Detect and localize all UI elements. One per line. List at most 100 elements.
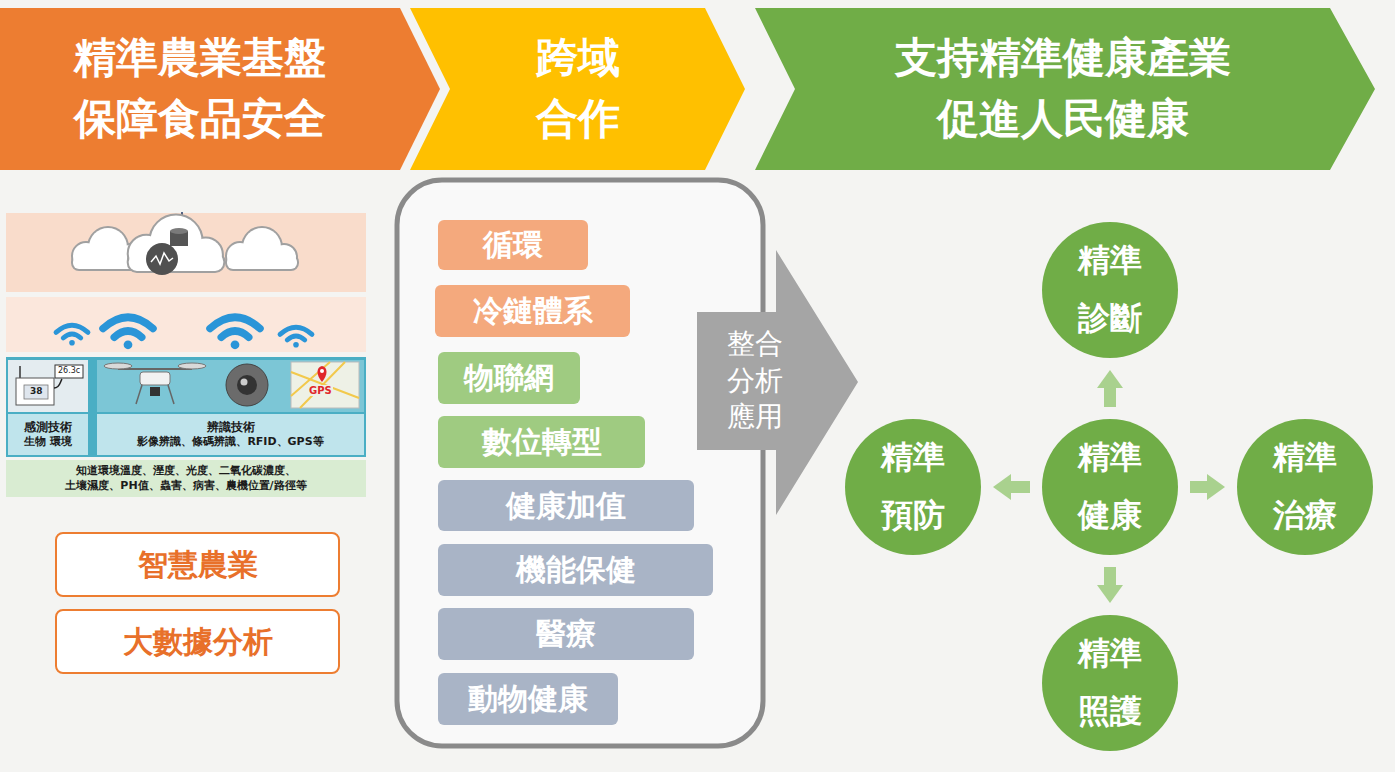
topic-label: 機能保健	[516, 552, 636, 588]
banner-title: 精準農業基盤 保障食品安全	[61, 28, 338, 150]
camera-icon	[241, 379, 248, 386]
method-box-content: 大數據分析	[57, 611, 338, 672]
topic-pill: 冷鏈體系	[435, 285, 630, 337]
map-icon	[318, 366, 327, 382]
topic-pill: 動物健康	[438, 673, 618, 725]
cloud-band	[227, 228, 297, 269]
map-icon	[291, 362, 359, 408]
sensor-icon	[19, 366, 21, 378]
topic-pill-content: 健康加值	[438, 480, 694, 531]
flow-arrow	[1011, 481, 1030, 493]
topic-pill-content: 機能保健	[438, 544, 713, 596]
data-description: 知道環境溫度、溼度、光度、二氧化碳濃度、 土壤濕度、PH值、蟲害、病害、農機位置…	[61, 464, 312, 494]
integration-arrow-content: 整合 分析 應用	[697, 312, 813, 450]
drone-icon	[178, 363, 206, 369]
stage-banner-content: 跨域 合作	[450, 8, 705, 170]
topic-container	[397, 180, 763, 746]
device-band	[6, 357, 366, 457]
topic-pill: 數位轉型	[438, 416, 645, 468]
map-label: GPS	[308, 385, 333, 396]
sensor-display: 38	[29, 387, 44, 397]
method-box-content: 智慧農業	[57, 534, 338, 595]
wireless-band	[6, 297, 366, 352]
sensor-icon	[16, 365, 83, 405]
goal-circle-content: 精準 照護	[1042, 615, 1178, 751]
topic-label: 動物健康	[468, 681, 588, 717]
technology-detail: 影像辨識、條碼辨識、RFID、GPS等	[137, 435, 323, 449]
camera-icon	[226, 364, 268, 406]
stage-banner-shape	[755, 8, 1375, 170]
camera-icon	[226, 364, 268, 406]
drone-icon	[150, 387, 160, 396]
integration-arrow: 整合 分析 應用	[697, 250, 858, 515]
banner-title: 支持精準健康產業 促進人民健康	[882, 28, 1243, 150]
device-band	[8, 360, 88, 412]
topic-pill-content: 動物健康	[438, 673, 618, 725]
topic-pill-content: 冷鏈體系	[435, 285, 630, 337]
flow-arrow	[1104, 567, 1116, 585]
cloud-band	[6, 212, 366, 292]
topic-label: 循環	[483, 227, 543, 263]
technology-heading: 感測技術	[24, 420, 72, 435]
drone-icon	[104, 363, 206, 404]
goal-circle: 精準 診斷	[1042, 222, 1178, 358]
goal-label: 精準 照護	[1068, 625, 1151, 740]
wireless-band	[280, 327, 312, 347]
drone-icon	[104, 363, 132, 369]
topic-pill-content: 數位轉型	[438, 416, 645, 468]
method-box: 大數據分析	[55, 609, 340, 674]
camera-icon	[237, 375, 257, 395]
map-icon	[291, 362, 359, 408]
topic-pill: 醫療	[438, 608, 694, 660]
banner-title: 跨域 合作	[523, 28, 632, 150]
topic-label: 數位轉型	[482, 424, 602, 460]
sensor-icon	[24, 385, 48, 399]
goal-label: 精準 健康	[1068, 429, 1151, 544]
wireless-band	[6, 297, 366, 352]
flow-arrow	[1104, 388, 1116, 407]
flow-arrow	[1190, 481, 1207, 493]
technology-box-content: 感測技術生物 環境	[8, 414, 88, 455]
stage-banner: 跨域 合作	[410, 8, 745, 170]
goal-circle: 精準 治療	[1237, 419, 1373, 555]
topic-pill-content: 循環	[438, 220, 588, 270]
technology-heading: 辨識技術	[207, 420, 255, 435]
device-band	[6, 357, 366, 457]
topic-pill: 物聯網	[438, 352, 580, 404]
technology-box-content: 辨識技術影像辨識、條碼辨識、RFID、GPS等	[97, 414, 364, 455]
data-band-content: 知道環境溫度、溼度、光度、二氧化碳濃度、 土壤濕度、PH值、蟲害、病害、農機位置…	[6, 460, 366, 497]
technology-box: 辨識技術影像辨識、條碼辨識、RFID、GPS等	[97, 414, 364, 455]
stage-banner-content: 支持精準健康產業 促進人民健康	[795, 8, 1330, 170]
stage-banner-shape	[410, 8, 745, 170]
cloud-band	[146, 243, 178, 275]
drone-icon	[140, 372, 170, 385]
wireless-band	[56, 325, 88, 345]
cloud-band	[151, 253, 173, 264]
topic-label: 物聯網	[464, 360, 554, 396]
stage-banner-shape	[755, 8, 1375, 170]
stage-banner: 支持精準健康產業 促進人民健康	[755, 8, 1375, 170]
topic-pill-content: 物聯網	[438, 352, 580, 404]
goal-circle: 精準 預防	[845, 419, 981, 555]
cloud-band	[170, 228, 188, 234]
sensor-icon	[54, 379, 62, 388]
goal-circle: 精準 照護	[1042, 615, 1178, 751]
goal-circle-content: 精準 健康	[1042, 419, 1178, 555]
goal-label: 精準 治療	[1263, 429, 1346, 544]
stage-banner-content: 精準農業基盤 保障食品安全	[0, 8, 400, 170]
data-band: 知道環境溫度、溼度、光度、二氧化碳濃度、 土壤濕度、PH值、蟲害、病害、農機位置…	[6, 460, 366, 497]
wireless-band	[210, 317, 260, 349]
goal-circle: 精準 健康	[1042, 419, 1178, 555]
stage-banner-shape	[0, 8, 440, 170]
integration-label: 整合 分析 應用	[719, 326, 792, 437]
drone-icon	[136, 385, 142, 404]
drone-icon	[168, 385, 174, 404]
topic-pill: 循環	[438, 220, 588, 270]
topic-label: 健康加值	[506, 488, 626, 524]
map-icon	[320, 369, 324, 373]
integration-arrow-shape	[697, 250, 858, 515]
technology-detail: 生物 環境	[24, 435, 72, 449]
sensor-icon	[55, 365, 83, 378]
goal-circle-content: 精準 治療	[1237, 419, 1373, 555]
map-icon	[291, 362, 359, 408]
